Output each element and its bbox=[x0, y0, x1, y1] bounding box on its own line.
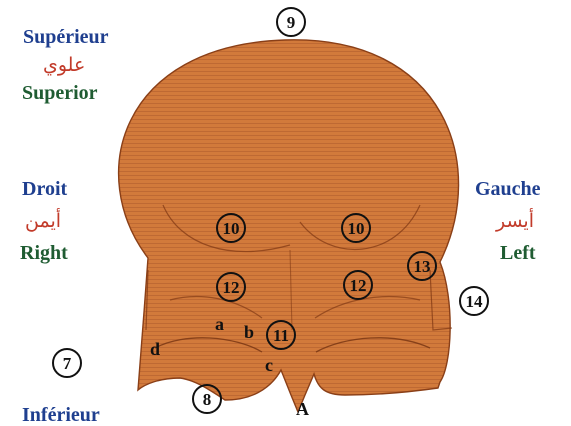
letter-c: c bbox=[265, 356, 273, 374]
skull-illustration bbox=[0, 0, 571, 417]
superior-label-fr: Supérieur bbox=[23, 26, 109, 48]
letter-b: b bbox=[244, 323, 254, 341]
skull-diagram: Supérieur علوي Superior Droit أيمن Right… bbox=[0, 0, 571, 417]
superior-label-ar: علوي bbox=[43, 54, 85, 76]
marker-14: 14 bbox=[459, 286, 489, 316]
skull-outline bbox=[119, 40, 459, 412]
right-label-ar: أيمن bbox=[25, 210, 61, 232]
right-label-fr: Droit bbox=[22, 178, 67, 200]
marker-12-left: 12 bbox=[343, 270, 373, 300]
letter-a: a bbox=[215, 315, 224, 333]
marker-8: 8 bbox=[192, 384, 222, 414]
marker-7: 7 bbox=[52, 348, 82, 378]
marker-12-right: 12 bbox=[216, 272, 246, 302]
left-label-en: Left bbox=[500, 242, 536, 264]
marker-10-left: 10 bbox=[341, 213, 371, 243]
right-label-en: Right bbox=[20, 242, 68, 264]
marker-10-right: 10 bbox=[216, 213, 246, 243]
letter-d: d bbox=[150, 340, 160, 358]
inferior-label-fr: Inférieur bbox=[22, 404, 100, 426]
marker-13: 13 bbox=[407, 251, 437, 281]
letter-A: A bbox=[296, 400, 309, 418]
superior-label-en: Superior bbox=[22, 82, 98, 104]
marker-9: 9 bbox=[276, 7, 306, 37]
left-label-ar: أيسر bbox=[496, 210, 534, 232]
marker-11: 11 bbox=[266, 320, 296, 350]
left-label-fr: Gauche bbox=[475, 178, 541, 200]
